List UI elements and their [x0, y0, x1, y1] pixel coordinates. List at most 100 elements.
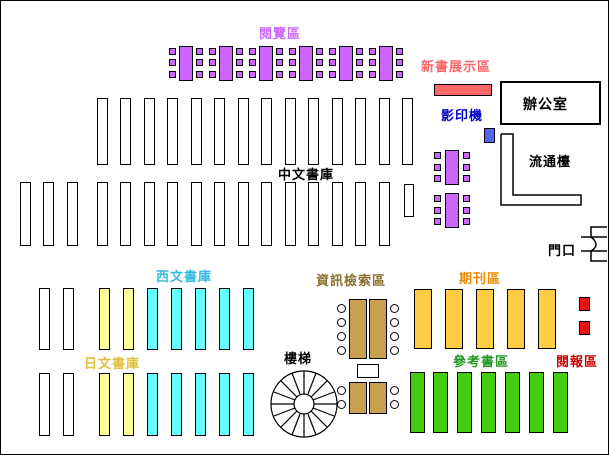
periodical-shelf — [445, 289, 463, 349]
periodicals-label: 期刊區 — [459, 272, 502, 287]
western-shelf — [219, 373, 230, 436]
reading-chair — [329, 59, 336, 66]
stairs-label: 樓梯 — [284, 352, 313, 367]
reading-chair — [169, 71, 176, 78]
reading-chair — [434, 152, 441, 159]
reading-area-label: 閱覽區 — [259, 27, 302, 42]
periodical-shelf — [538, 289, 556, 349]
periodical-shelf — [507, 289, 525, 349]
photocopier-label: 影印機 — [441, 109, 484, 124]
chinese-shelf — [332, 182, 343, 246]
reading-chair — [463, 164, 470, 171]
periodical-shelf — [414, 289, 432, 349]
reading-table — [259, 46, 273, 81]
info-desk — [349, 299, 367, 359]
japanese-shelf — [99, 373, 110, 436]
reading-chair — [369, 48, 376, 55]
reference-label: 參考書區 — [453, 355, 510, 370]
reading-chair — [236, 48, 243, 55]
reading-chair — [463, 207, 470, 214]
reading-chair — [369, 71, 376, 78]
reference-shelf — [529, 372, 544, 433]
reading-chair — [276, 48, 283, 55]
japanese-shelf — [123, 373, 134, 436]
chinese-shelf — [238, 182, 249, 246]
circulation-desk — [500, 133, 582, 206]
chinese-shelf — [191, 182, 202, 246]
reading-chair — [249, 59, 256, 66]
reading-table — [339, 46, 353, 81]
reading-chair — [169, 48, 176, 55]
info-stool — [390, 386, 399, 395]
reading-chair — [434, 175, 441, 182]
reading-chair — [369, 59, 376, 66]
reading-chair — [209, 71, 216, 78]
chinese-shelf — [167, 98, 178, 165]
western-books-label: 西文書庫 — [156, 270, 213, 285]
new-books-display — [434, 84, 492, 96]
reading-chair — [276, 59, 283, 66]
info-stool — [390, 400, 399, 409]
reading-table — [179, 46, 193, 81]
reading-chair — [396, 59, 403, 66]
chinese-shelf — [355, 182, 366, 246]
chinese-shelf — [67, 182, 78, 246]
chinese-shelf — [379, 182, 390, 246]
info-desk — [349, 382, 367, 414]
reading-chair — [463, 195, 470, 202]
reading-chair — [434, 207, 441, 214]
plain-shelf — [63, 288, 74, 350]
info-stool — [390, 318, 399, 327]
reading-table — [299, 46, 313, 81]
reading-chair — [356, 71, 363, 78]
new-books-label: 新書展示區 — [421, 60, 492, 75]
reading-table — [445, 150, 459, 185]
reading-chair — [463, 175, 470, 182]
reading-chair — [434, 195, 441, 202]
chinese-shelf — [308, 182, 319, 246]
western-shelf — [195, 288, 206, 350]
reading-chair — [289, 48, 296, 55]
reference-shelf — [481, 372, 496, 433]
reference-shelf — [410, 372, 425, 433]
entrance-label: 門口 — [548, 244, 577, 259]
chinese-shelf — [285, 98, 296, 165]
reading-chair — [329, 48, 336, 55]
info-stool — [390, 346, 399, 355]
reading-chair — [463, 218, 470, 225]
info-stool — [337, 346, 346, 355]
reading-chair — [249, 71, 256, 78]
chinese-shelf — [20, 182, 31, 246]
western-shelf — [219, 288, 230, 350]
info-stool — [390, 304, 399, 313]
circulation-label: 流通檯 — [529, 155, 572, 170]
chinese-shelf — [332, 98, 343, 165]
reading-chair — [434, 164, 441, 171]
chinese-books-label: 中文書庫 — [278, 168, 335, 183]
chinese-shelf — [355, 98, 366, 165]
western-shelf — [171, 373, 182, 436]
chinese-shelf — [402, 98, 413, 165]
chinese-shelf — [404, 184, 414, 217]
chinese-shelf — [144, 98, 155, 165]
chinese-shelf — [120, 98, 131, 165]
info-retrieval-label: 資訊檢索區 — [316, 274, 387, 289]
reading-chair — [236, 59, 243, 66]
reference-shelf — [505, 372, 520, 433]
spiral-staircase — [270, 370, 338, 438]
reading-chair — [316, 48, 323, 55]
reading-chair — [434, 218, 441, 225]
periodical-shelf — [476, 289, 494, 349]
info-stool — [390, 332, 399, 341]
entrance-door — [581, 226, 607, 262]
info-stool — [337, 386, 346, 395]
info-stool — [337, 318, 346, 327]
western-shelf — [147, 373, 158, 436]
reading-chair — [289, 59, 296, 66]
info-stool — [337, 304, 346, 313]
western-shelf — [243, 373, 254, 436]
reading-chair — [236, 71, 243, 78]
western-shelf — [195, 373, 206, 436]
chinese-shelf — [97, 98, 108, 165]
